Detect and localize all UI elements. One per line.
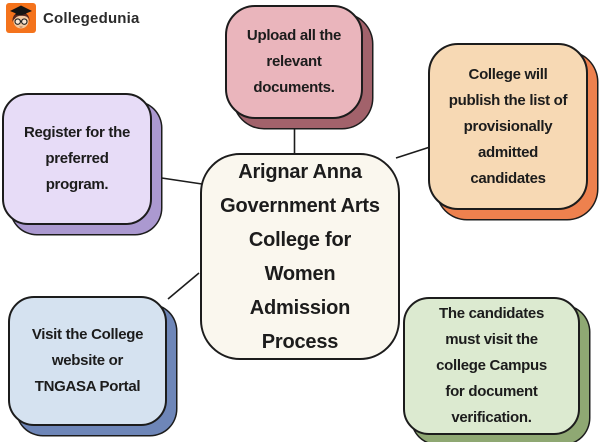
center-node: Arignar Anna Government Arts College for…: [200, 153, 400, 360]
step-text-visit-website: Visit the College website or TNGASA Port…: [31, 326, 144, 395]
brand-header: Collegedunia: [6, 3, 140, 33]
connector-visit-to-center: [167, 272, 200, 300]
connector-center-to-publish: [395, 146, 431, 159]
collegedunia-mascot-icon: [6, 3, 36, 33]
brand-name: Collegedunia: [43, 9, 140, 27]
center-node-title: Arignar Anna Government Arts College for…: [220, 160, 380, 353]
step-node-upload-documents: Upload all the relevant documents.: [225, 5, 363, 119]
step-node-visit-website: Visit the College website or TNGASA Port…: [8, 296, 167, 426]
step-node-publish-admitted-list: College will publish the list of provisi…: [428, 43, 588, 210]
step-text-upload-documents: Upload all the relevant documents.: [246, 27, 342, 96]
connector-register-to-center: [154, 176, 203, 185]
step-text-publish-admitted-list: College will publish the list of provisi…: [448, 65, 568, 187]
step-text-register-program: Register for the preferred program.: [23, 124, 131, 193]
step-node-campus-verification: The candidates must visit the college Ca…: [403, 297, 580, 435]
step-text-campus-verification: The candidates must visit the college Ca…: [436, 305, 547, 426]
step-node-register-program: Register for the preferred program.: [2, 93, 152, 225]
